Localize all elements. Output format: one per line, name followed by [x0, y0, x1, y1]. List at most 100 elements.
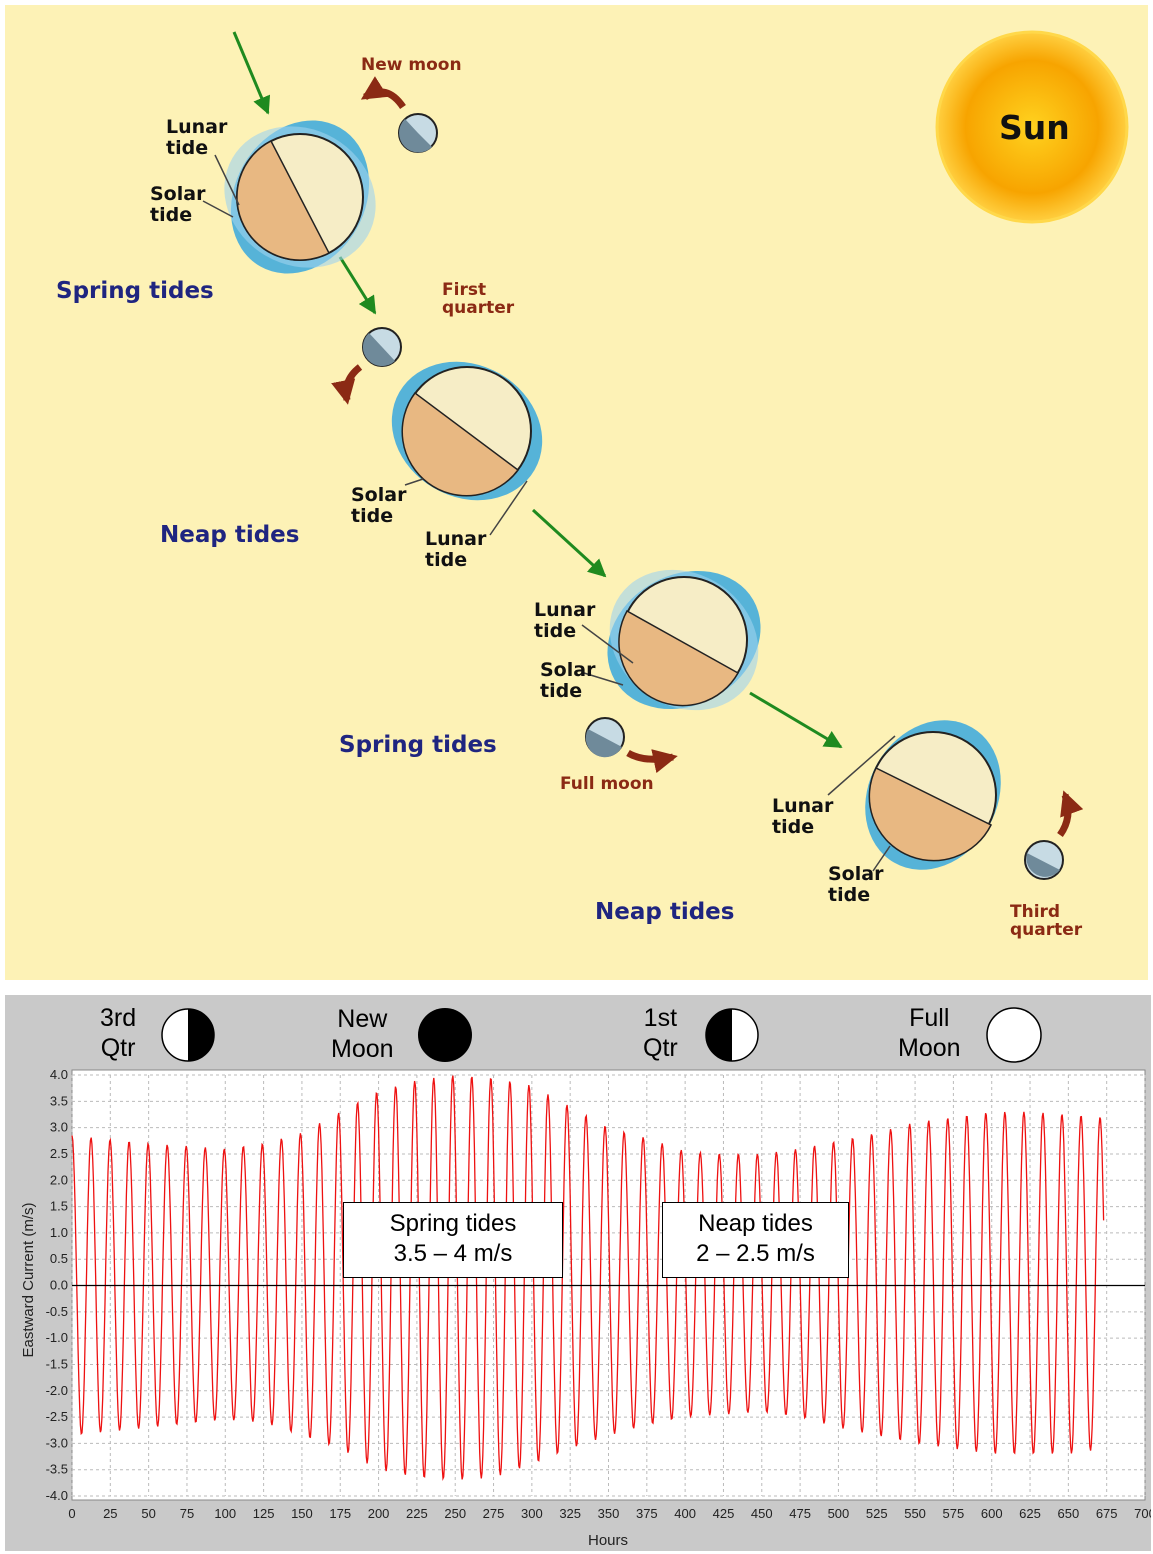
annotation-title: Spring tides	[389, 1210, 517, 1237]
orbit-arrow	[232, 31, 271, 115]
y-tick-label: -1.5	[46, 1356, 68, 1371]
lunar-tide-label: Lunar tide	[425, 528, 487, 571]
x-tick-label: 25	[103, 1506, 117, 1521]
new-moon-label: New moon	[361, 55, 462, 75]
phase-arrow	[331, 364, 363, 405]
solar-tide-label: Solar tide	[351, 484, 407, 527]
lunar-tide-label: Lunar tide	[772, 795, 834, 838]
y-tick-label: -0.5	[46, 1304, 68, 1319]
x-tick-label: 550	[904, 1506, 926, 1521]
third-quarter-label: Third quarter	[1010, 902, 1083, 940]
x-tick-label: 600	[981, 1506, 1003, 1521]
y-tick-label: 4.0	[50, 1067, 68, 1082]
y-tick-label: -2.0	[46, 1383, 68, 1398]
solar-tide-label: Solar tide	[150, 183, 206, 226]
y-tick-label: 0.5	[50, 1251, 68, 1266]
x-tick-label: 125	[253, 1506, 275, 1521]
x-tick-label: 275	[483, 1506, 505, 1521]
annotation-range: 2 – 2.5 m/s	[696, 1240, 815, 1267]
moon-icon	[1024, 840, 1064, 880]
orbit-arrow	[531, 508, 607, 578]
x-tick-label: 325	[559, 1506, 581, 1521]
x-tick-label: 200	[368, 1506, 390, 1521]
x-tick-label: 100	[214, 1506, 236, 1521]
full-moon-label: Full Moon	[898, 1004, 961, 1062]
eastward-current-series	[71, 1075, 1105, 1482]
moon-icon	[398, 113, 438, 153]
y-tick-label: -4.0	[46, 1488, 68, 1503]
x-tick-label: 575	[943, 1506, 965, 1521]
earth-icon	[607, 569, 761, 711]
y-tick-label: 3.5	[50, 1093, 68, 1108]
diagram-graphics	[202, 30, 1129, 880]
phase-arrow	[626, 749, 678, 774]
x-tick-label: 150	[291, 1506, 313, 1521]
y-tick-label: -2.5	[46, 1409, 68, 1424]
lunar-tide-label: Lunar tide	[166, 116, 228, 159]
x-tick-label: 700	[1134, 1506, 1151, 1521]
first-quarter-label: 1st Qtr	[643, 1004, 678, 1062]
y-tick-label: 1.0	[50, 1225, 68, 1240]
full-moon-label: Full moon	[560, 774, 654, 794]
y-tick-label: 1.5	[50, 1199, 68, 1214]
solar-tide-label: Solar tide	[828, 863, 884, 906]
spring-tides-label: Spring tides	[339, 732, 497, 758]
x-tick-label: 50	[141, 1506, 155, 1521]
new-moon-label: New Moon	[331, 1005, 394, 1063]
earth-icon	[224, 120, 376, 274]
solar-tide-label: Solar tide	[540, 659, 596, 702]
earth-icon	[865, 720, 1001, 870]
y-axis: 4.0 3.5 3.0 2.5 2.0 1.5 1.0 0.5 0.0 -0.5 -1.0 -1.5 -…	[46, 1067, 68, 1503]
spring-tides-label: Spring tides	[56, 278, 214, 304]
first-quarter-label: First quarter	[442, 280, 515, 318]
y-tick-label: -3.5	[46, 1462, 68, 1477]
x-tick-label: 475	[789, 1506, 811, 1521]
x-tick-label: 225	[406, 1506, 428, 1521]
x-tick-label: 250	[444, 1506, 466, 1521]
y-tick-label: -1.0	[46, 1330, 68, 1345]
x-tick-label: 75	[180, 1506, 194, 1521]
neap-tides-annotation: Neap tides 2 – 2.5 m/s	[662, 1202, 849, 1278]
neap-tides-label: Neap tides	[160, 522, 300, 548]
leader-lines	[202, 154, 896, 872]
orbit-arrow	[749, 691, 843, 749]
x-tick-label: 500	[828, 1506, 850, 1521]
sun-label: Sun	[999, 108, 1070, 147]
spring-tides-annotation: Spring tides 3.5 – 4 m/s	[343, 1202, 563, 1278]
x-tick-label: 625	[1019, 1506, 1041, 1521]
sun-icon	[935, 30, 1129, 224]
earth-icon	[391, 361, 543, 501]
y-tick-label: 0.0	[50, 1278, 68, 1293]
x-tick-label: 650	[1058, 1506, 1080, 1521]
third-quarter-label: 3rd Qtr	[100, 1004, 137, 1062]
y-tick-label: -3.0	[46, 1435, 68, 1450]
x-tick-label: 675	[1096, 1506, 1118, 1521]
moon-icon	[362, 327, 402, 367]
annotation-title: Neap tides	[698, 1210, 813, 1237]
tides-diagram: Sun New moon First quarter Full moon Thi…	[5, 5, 1148, 980]
y-tick-label: 2.5	[50, 1146, 68, 1161]
x-tick-label: 425	[713, 1506, 735, 1521]
phase-arrow	[1057, 790, 1084, 838]
x-tick-label: 400	[674, 1506, 696, 1521]
first-quarter-moon-icon	[705, 1008, 759, 1062]
neap-tides-label: Neap tides	[595, 899, 735, 925]
third-quarter-moon-icon	[161, 1008, 215, 1062]
full-moon-icon	[986, 1007, 1042, 1063]
y-tick-label: 3.0	[50, 1120, 68, 1135]
x-tick-label: 175	[329, 1506, 351, 1521]
moon-icon	[585, 717, 625, 758]
new-moon-icon	[418, 1008, 472, 1062]
x-tick-label: 375	[636, 1506, 658, 1521]
x-tick-label: 450	[751, 1506, 773, 1521]
x-tick-label: 525	[866, 1506, 888, 1521]
annotation-range: 3.5 – 4 m/s	[393, 1240, 513, 1267]
orbit-arrow	[338, 256, 377, 315]
current-chart: 4.0 3.5 3.0 2.5 2.0 1.5 1.0 0.5 0.0 -0.5 -1.0 -1.5 -…	[5, 995, 1151, 1551]
x-tick-label: 350	[598, 1506, 620, 1521]
x-axis-label: Hours	[588, 1532, 628, 1549]
chart-graphics: 4.0 3.5 3.0 2.5 2.0 1.5 1.0 0.5 0.0 -0.5 -1.0 -1.5 -…	[20, 1007, 1151, 1549]
y-tick-label: 2.0	[50, 1172, 68, 1187]
lunar-tide-label: Lunar tide	[534, 599, 596, 642]
